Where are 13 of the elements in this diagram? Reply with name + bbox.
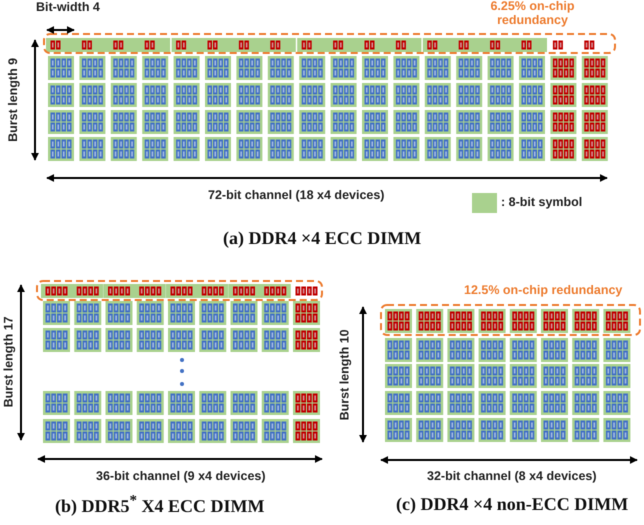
dimension-label: Burst length 9 xyxy=(7,58,21,142)
dimension-label: 72-bit channel (18 x4 devices) xyxy=(208,189,384,203)
figure-caption: (c) DDR4 ×4 non-ECC DIMM xyxy=(396,495,628,515)
dimension-label: Bit-width 4 xyxy=(36,1,100,15)
figure-caption: (b) DDR5$^{*}$ X4 ECC DIMM xyxy=(55,493,264,517)
dimension-label: Burst length 10 xyxy=(338,329,352,420)
annotation-text: 12.5% on-chip redundancy xyxy=(464,284,622,298)
figure-caption: (a) DDR4 ×4 ECC DIMM xyxy=(223,229,422,249)
dimension-label: 32-bit channel (8 x4 devices) xyxy=(427,470,597,484)
dimension-label: Burst length 17 xyxy=(2,316,16,408)
legend-label: : 8-bit symbol xyxy=(501,196,582,210)
annotation-text: 6.25% on-chip redundancy xyxy=(489,0,576,28)
dimension-label: 36-bit channel (9 x4 devices) xyxy=(96,470,266,484)
